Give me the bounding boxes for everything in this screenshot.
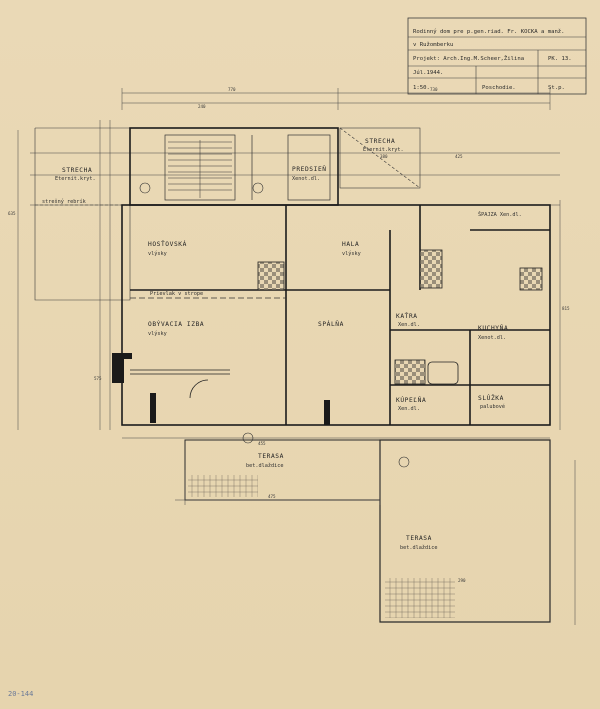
title-floor: Poschodie. (482, 85, 516, 91)
dim-right-815: 815 (562, 306, 570, 311)
room-strecha-right-sub: Eternit.kryt. (363, 147, 404, 153)
walls (121, 127, 551, 426)
roof-right (339, 127, 421, 189)
room-sluzka-sub: palubové (480, 403, 505, 410)
dim-380: 380 (380, 154, 388, 159)
beam-note: Prievlak v strope (150, 291, 203, 297)
room-kupelna-sub: Xen.dl. (398, 406, 420, 412)
room-sluzka: SLÚŽKA (478, 393, 504, 402)
room-terasa-1: TERASA (258, 453, 284, 460)
title-scale: 1:50. (413, 85, 430, 91)
room-terasa-1-sub: bet.dlaždice (246, 462, 283, 469)
room-kuchyna-sub: Xenot.dl. (478, 335, 506, 341)
staircase (168, 140, 232, 198)
room-kuchyna: KUCHYŇA (478, 323, 508, 332)
bathtub (427, 361, 459, 385)
top-dimensions (30, 88, 560, 206)
dim-730: 730 (430, 87, 438, 92)
dim-240: 240 (198, 104, 206, 109)
room-kupelna: KÚPEĽŇA (396, 395, 426, 404)
dim-bottom-475: 475 (268, 494, 276, 499)
roof-ladder: strešný rebrík (42, 198, 87, 205)
stove-tiles (394, 359, 426, 385)
dim-left-635: 635 (8, 211, 16, 216)
room-predsien-sub: Xenot.dl. (292, 176, 320, 182)
title-sheet-number: PK. 13. (548, 56, 572, 62)
room-strecha-right: STRECHA (365, 138, 395, 145)
title-architect: Projekt: Arch.Ing.M.Scheer,Žilina (413, 54, 524, 62)
terrace-large (379, 439, 551, 623)
room-spajza: ŠPAJZA Xen.dl. (478, 211, 522, 218)
dim-770: 770 (228, 87, 236, 92)
room-hostovska-sub: vlýsky (148, 250, 167, 257)
room-strecha-left-sub: Eternit.kryt. (55, 176, 96, 182)
room-terasa-2-sub: bet.dlaždice (400, 544, 437, 551)
title-line-1: Rodinný dom pre p.gen.riad. Fr. KOCKA a … (413, 28, 565, 35)
title-block: Rodinný dom pre p.gen.riad. Fr. KOCKA a … (407, 17, 587, 95)
title-line-2: v Ružomberku (413, 41, 453, 48)
archive-stamp: 20-144 (8, 690, 33, 698)
room-obyvacia: OBÝVACIA IZBA (148, 319, 204, 328)
roof-left (34, 127, 131, 301)
thin-walls (130, 134, 331, 299)
room-hostovska: HOSŤOVSKÁ (148, 239, 187, 248)
room-hala-sub: vlýsky (342, 250, 361, 257)
room-katra: KAŤRA (396, 311, 418, 320)
room-strecha-left: STRECHA (62, 167, 92, 174)
dim-bottom-455: 455 (258, 441, 266, 446)
room-predsien: PREDSIEŇ (292, 164, 327, 173)
window-sills (130, 369, 230, 399)
wall-fixtures (112, 353, 330, 425)
right-dimensions (559, 200, 576, 625)
room-obyvacia-sub: vlýsky (148, 330, 167, 337)
room-terasa-2: TERASA (406, 535, 432, 542)
dim-left-575: 575 (94, 376, 102, 381)
chimney-right (419, 249, 443, 289)
left-dimensions (17, 120, 111, 430)
chimney-kitchen (519, 267, 543, 291)
room-hala: HALA (342, 241, 359, 248)
title-date: Júl.1944. (413, 69, 443, 76)
dim-425: 425 (455, 154, 463, 159)
room-katra-sub: Xen.dl. (398, 322, 420, 328)
dim-bottom-290: 290 (458, 578, 466, 583)
bottom-dimensions (122, 437, 550, 505)
chimney-left (257, 261, 285, 291)
section-markers (139, 182, 410, 468)
title-sheet: St.p. (548, 85, 565, 91)
terrace-front (184, 439, 381, 501)
room-spalna: SPÁLŇA (318, 319, 344, 328)
